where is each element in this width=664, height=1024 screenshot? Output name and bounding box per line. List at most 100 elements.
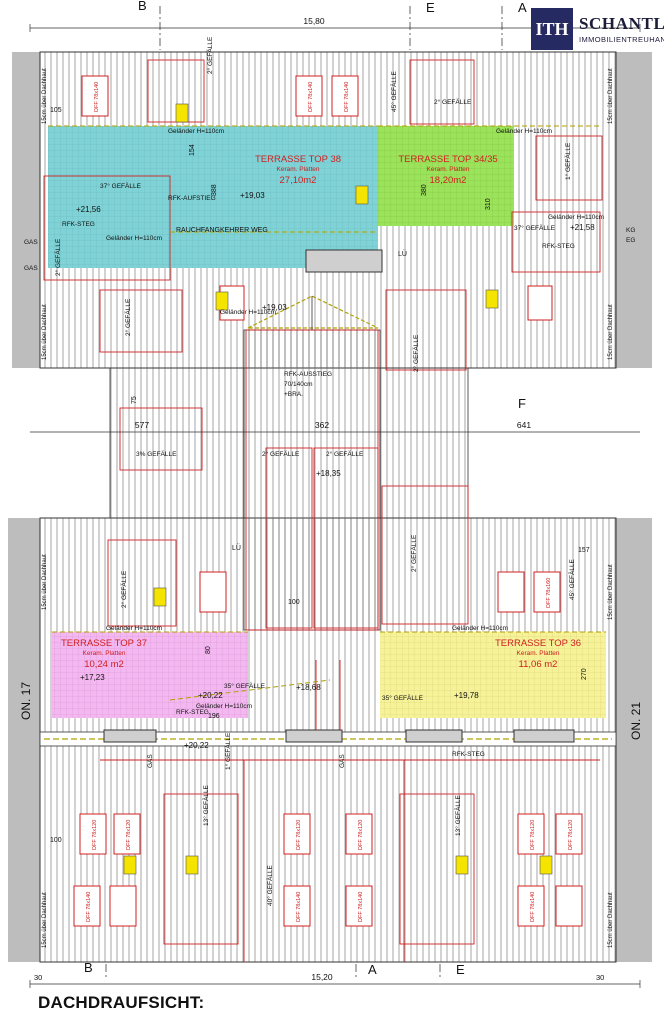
railing-label-4: Geländer H=110cm [548, 214, 604, 221]
slope-label-11: 37° GEFÄLLE [100, 182, 142, 190]
slope-label-20: 13° GEFÄLLE [202, 784, 210, 826]
elevation-7: +20,22 [198, 691, 223, 700]
terrace-37-name: TERRASSE TOP 37 [61, 638, 147, 649]
chimney-top [305, 249, 383, 273]
chimney-2 [285, 729, 343, 743]
dff-label-8: DFF 78x120 [358, 820, 364, 850]
elevation-4: +19,03 [262, 303, 287, 312]
ausstieg-bra-label: +BRA. [284, 391, 303, 398]
neighbor-wall-left-top [12, 52, 40, 368]
dachhaut-label-8: 15cm über Dachhaut [608, 892, 614, 948]
page-title: DACHDRAUFSICHT: [38, 993, 205, 1012]
gas-label-3: GAS [339, 754, 346, 768]
lue-label-1: LÜ [232, 544, 241, 552]
dim-mid-right: 641 [517, 420, 531, 430]
dim-bottom-width: 15,20 [311, 972, 333, 982]
terrace-top-37-grid [52, 632, 248, 718]
terrace-36-area: 11,06 m2 [519, 659, 558, 670]
terrace-3435-area: 18,20m2 [430, 175, 467, 186]
dim-bottom-left: 30 [34, 973, 42, 982]
slope-label-19: 13° GEFÄLLE [454, 794, 462, 836]
dff-label-4: DFF 78x160 [546, 578, 552, 608]
dim-80: 80 [205, 646, 212, 654]
section-f: F [518, 396, 526, 411]
section-lines [105, 6, 503, 980]
dim-100a: 100 [288, 599, 300, 606]
neighbor-wall-right-top [616, 52, 652, 368]
dff-label-6: DFF 78x120 [126, 820, 132, 850]
neighbor-right-label: ON. 21 [629, 702, 643, 740]
slope-label-10: 3% GEFÄLLE [136, 450, 177, 458]
eg-label: EG [626, 237, 635, 244]
elevation-5: +18,35 [316, 469, 341, 478]
neighbor-left-label: ON. 17 [19, 682, 33, 720]
slope-label-7: 2° GEFÄLLE [326, 450, 364, 458]
slope-label-3: 2° GEFÄLLE [54, 238, 62, 276]
section-a-top: A [518, 0, 527, 15]
dff-label-11: DFF 78x140 [86, 892, 92, 922]
dff-label-12: DFF 78x140 [296, 892, 302, 922]
dff-label-1: DFF 78x140 [94, 82, 100, 112]
kg-label: KG [626, 227, 635, 234]
slope-label-17: 1° GEFÄLLE [224, 732, 232, 770]
slope-label-18: 1° GEFÄLLE [564, 142, 572, 180]
lue-label-2: LÜ [398, 250, 407, 258]
slope-label-13: 35° GEFÄLLE [224, 682, 266, 690]
railing-label-1: Geländer H=110cm [168, 128, 224, 135]
dff-label-5: DFF 78x120 [92, 820, 98, 850]
dff-label-7: DFF 78x120 [296, 820, 302, 850]
ausstieg-size-label: 70/140cm [284, 381, 313, 388]
logo-name: SCHANTL [579, 14, 664, 33]
logo-subtitle: IMMOBILIENTREUHAND [579, 35, 664, 44]
gas-label-1: GAS [24, 239, 38, 246]
elevation-10: +20,22 [184, 741, 209, 750]
railing-label-6: Geländer H=110cm [452, 625, 508, 632]
section-b-bottom: B [84, 960, 93, 975]
dim-75: 75 [131, 396, 138, 404]
chimney-1 [103, 729, 157, 743]
terrace-36-name: TERRASSE TOP 36 [495, 638, 581, 649]
terrace-top-36-grid [380, 632, 606, 718]
terrace-3435-name: TERRASSE TOP 34/35 [398, 154, 497, 165]
terrace-3435-material: Keram. Platten [427, 166, 470, 173]
dachhaut-label-5: 15cm über Dachhaut [608, 68, 614, 124]
slope-label-21: 40° GEFÄLLE [266, 864, 274, 906]
dachhaut-label-6: 15cm über Dachhaut [608, 304, 614, 360]
slope-label-5: 2° GEFÄLLE [412, 334, 420, 372]
dim-154: 154 [189, 144, 196, 156]
roof-middle-right [379, 367, 469, 519]
elevation-3: +21,58 [570, 223, 595, 232]
elevation-2: +21,56 [76, 205, 101, 214]
slope-label-9: 2° GEFÄLLE [120, 570, 128, 608]
railing-label-5: Geländer H=110cm [106, 625, 162, 632]
dim-top-width: 15,80 [303, 16, 325, 26]
dim-100b: 100 [50, 837, 62, 844]
terrace-36-material: Keram. Platten [517, 650, 560, 657]
logo-mark: ITH [531, 8, 573, 50]
red-outlines [43, 59, 603, 962]
gable-ridge [247, 295, 379, 329]
dachhaut-label-3: 15cm über Dachhaut [42, 554, 48, 610]
railing-label-7: Geländer H=110cm [220, 309, 276, 316]
rfk-steg-label-3: RFK-STEG [176, 709, 209, 716]
dff-label-10: DFF 78x120 [568, 820, 574, 850]
slope-label-6: 2° GEFÄLLE [262, 450, 300, 458]
vents [123, 103, 553, 875]
dff-label-13: DFF 78x140 [358, 892, 364, 922]
railing-lines [48, 125, 606, 701]
section-b-top: B [138, 0, 147, 13]
rfk-steg-label-4: RFK-STEG [452, 751, 485, 758]
slope-label-14: 35° GEFÄLLE [382, 694, 424, 702]
chimney-3 [405, 729, 463, 743]
neighbor-wall-right-bottom [616, 518, 652, 962]
section-e-top: E [426, 0, 435, 15]
rfk-ausstieg-label: RFK-AUSSTIEG [284, 371, 332, 378]
dim-196: 196 [208, 713, 220, 720]
dim-mid-left: 577 [135, 420, 149, 430]
section-e-bottom: E [456, 962, 465, 977]
rfk-steg-label-2: RFK-STEG [542, 243, 575, 250]
gas-label-2: GAS [24, 265, 38, 272]
dim-105: 105 [50, 107, 62, 114]
railing-label-3: Geländer H=110cm [106, 235, 162, 242]
